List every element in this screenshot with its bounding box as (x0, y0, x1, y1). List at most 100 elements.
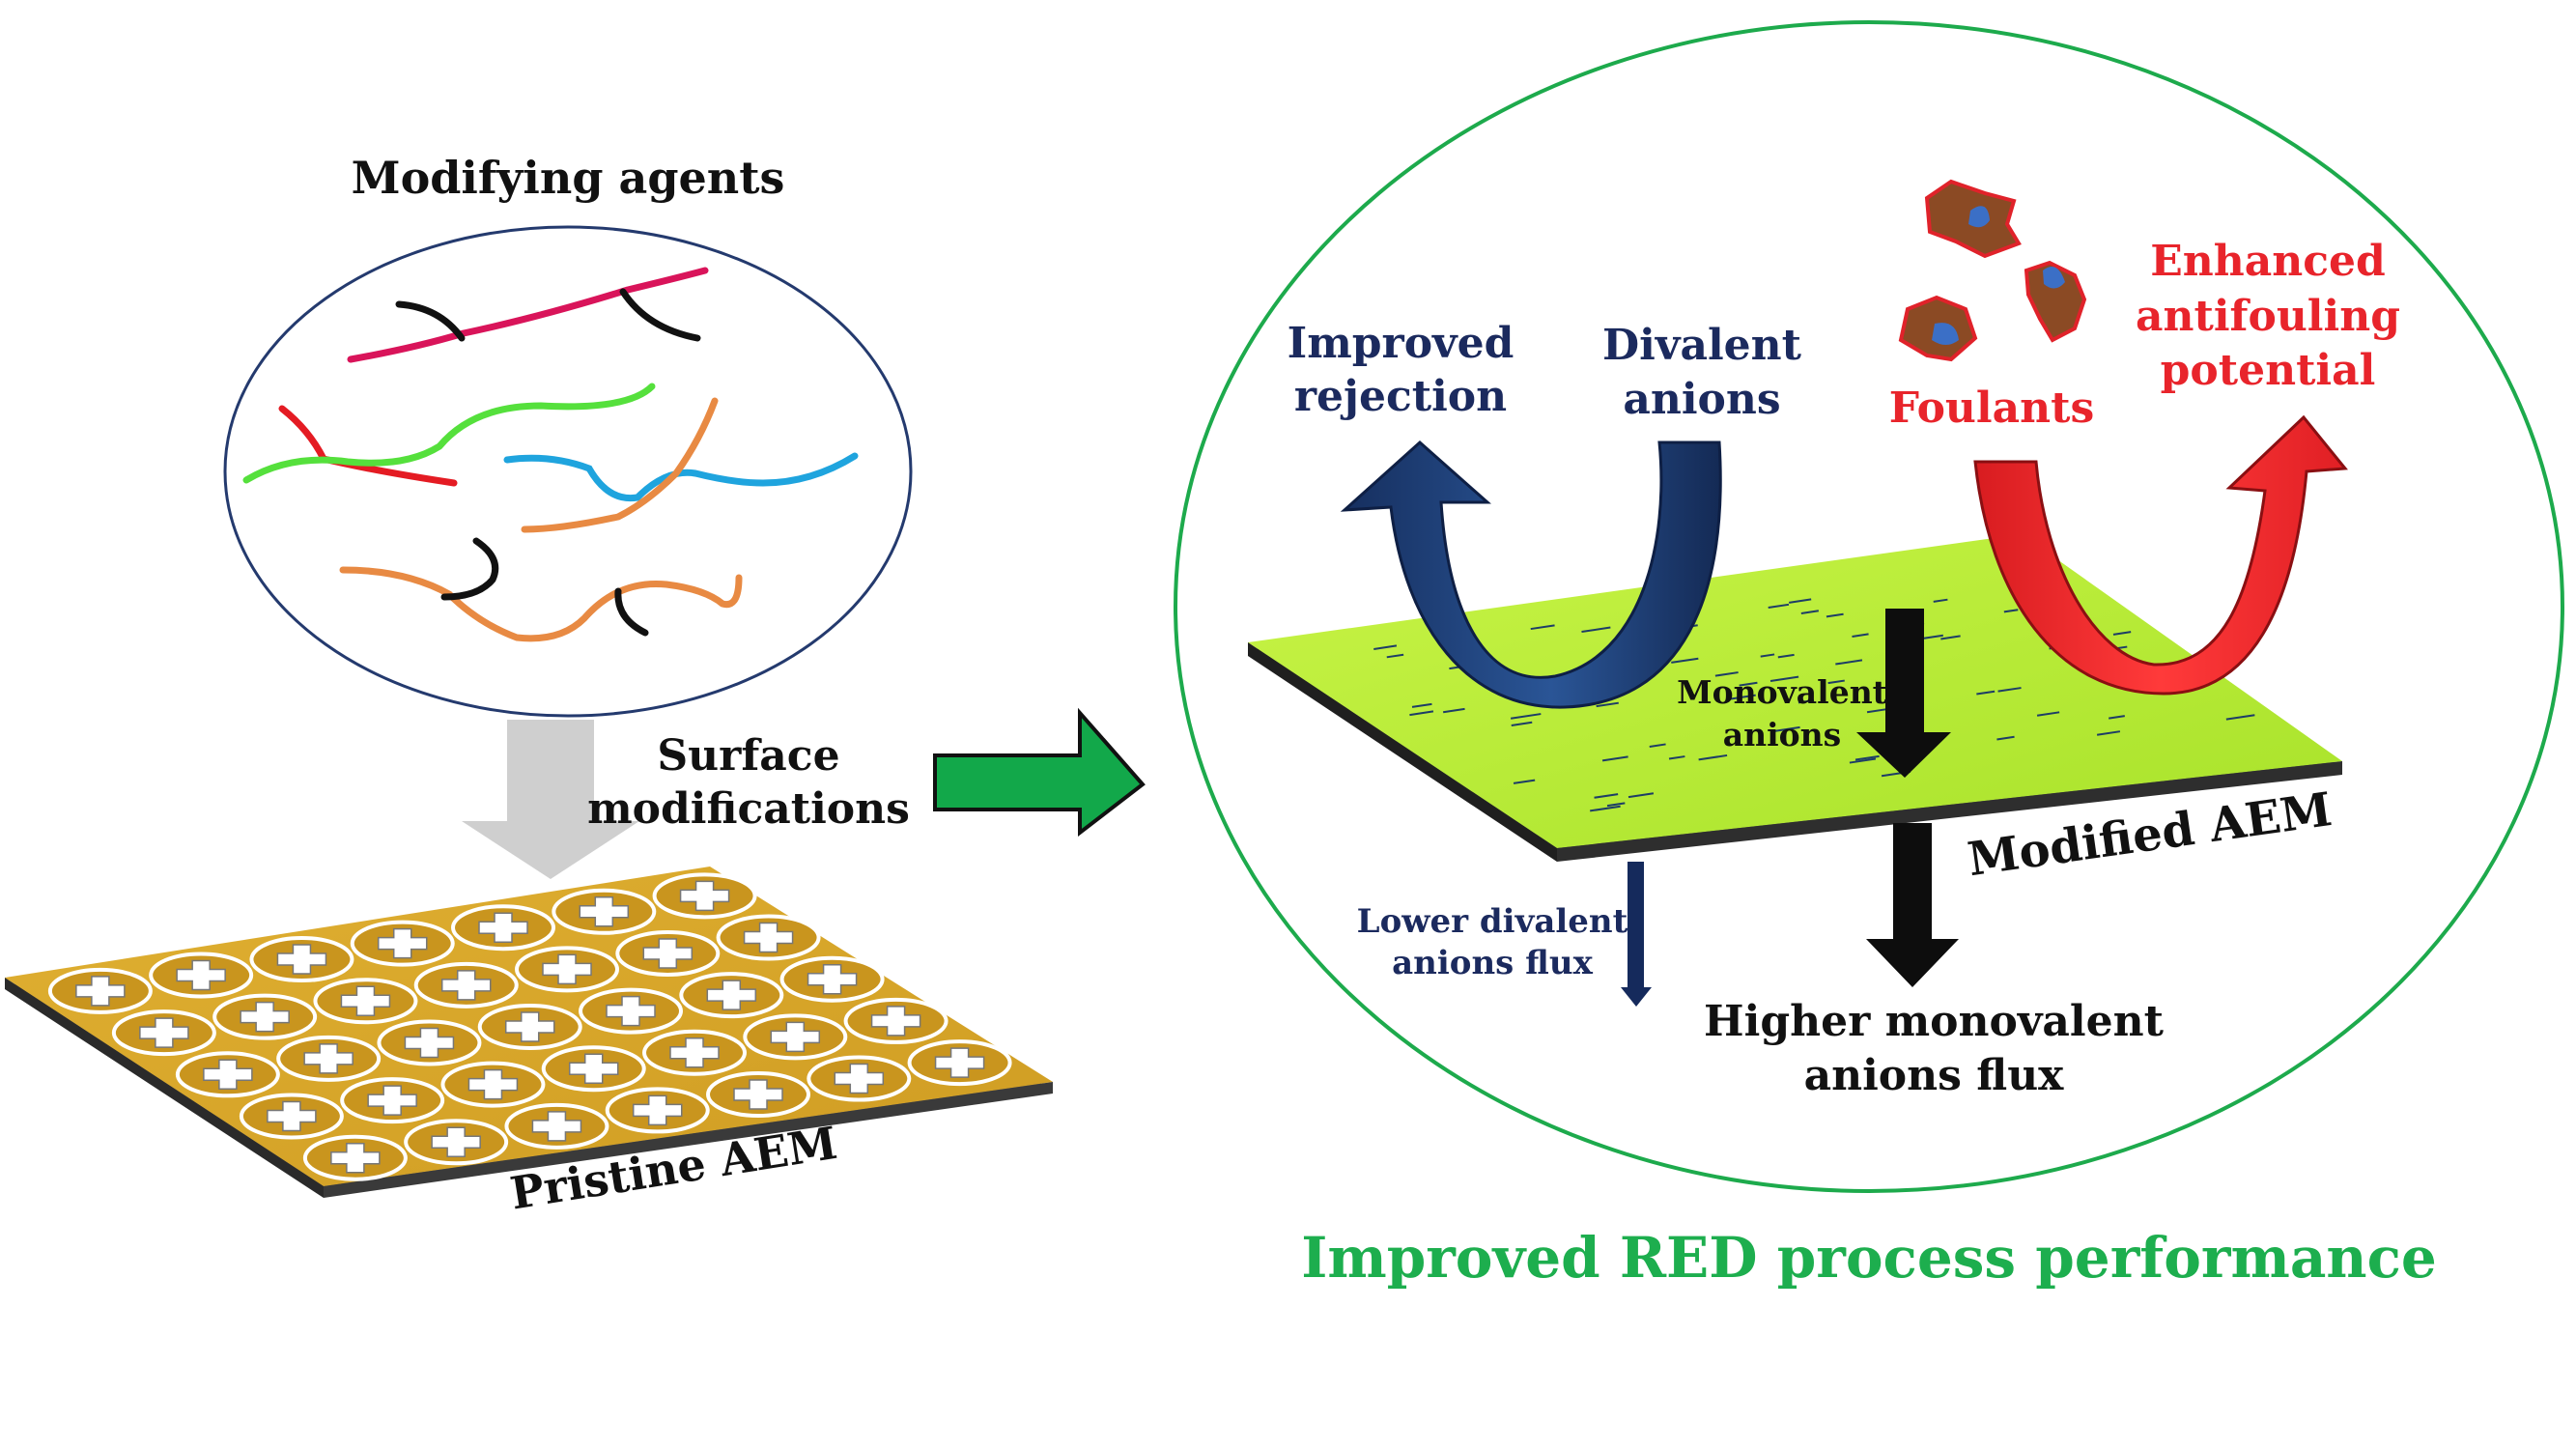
charge-site-icon (843, 997, 948, 1044)
texture-dash (1933, 598, 1948, 603)
charge-site-icon (541, 1045, 646, 1093)
monovalent-down-arrow (1856, 609, 1951, 778)
antifouling-label-3: potential (2161, 346, 2376, 395)
charge-site-icon (47, 967, 153, 1014)
charge-site-icon (404, 1119, 509, 1166)
texture-dash (1442, 707, 1465, 714)
charge-site-icon (605, 1087, 710, 1134)
charge-site-icon (451, 904, 556, 952)
agents-ellipse (223, 225, 913, 718)
charge-site-icon (579, 987, 684, 1035)
texture-dash (1628, 792, 1655, 799)
texture-dash (1854, 754, 1880, 761)
polymer-chains (242, 267, 859, 642)
texture-dash (1866, 708, 1888, 714)
chain-black-4 (614, 587, 649, 637)
texture-dash (1739, 681, 1758, 687)
chain-green (242, 383, 656, 484)
texture-dash (1849, 757, 1877, 764)
chain-black-3 (440, 537, 499, 601)
gray-down-arrow (462, 720, 639, 879)
charge-site-icon (377, 1019, 482, 1066)
texture-dash (1800, 610, 1820, 614)
charge-site-icon (652, 872, 757, 920)
lower-divalent-flux-label-2: anions flux (1392, 944, 1593, 982)
charge-site-icon (552, 888, 657, 935)
texture-dash (1789, 598, 1812, 604)
texture-dash (1511, 721, 1533, 726)
charge-site-icon (175, 1051, 280, 1098)
texture-dash (1668, 755, 1685, 760)
chain-magenta (347, 267, 709, 363)
texture-dash (1835, 659, 1863, 666)
charge-site-icon (679, 972, 784, 1019)
charge-site-icon (706, 1070, 811, 1118)
modifying-agents-title: Modifying agents (352, 152, 785, 204)
texture-dash (2109, 715, 2125, 720)
texture-dash (1827, 679, 1845, 685)
texture-dash (1596, 701, 1619, 708)
texture-dash (1590, 805, 1621, 812)
chain-orange-1 (521, 397, 719, 533)
antifouling-label-2: antifouling (2136, 292, 2400, 341)
charge-site-icon (111, 1009, 216, 1057)
charge-site-icon (807, 1055, 912, 1102)
foulant-particles (1898, 179, 2087, 362)
texture-dash (1852, 633, 1869, 638)
texture-dash (1798, 698, 1815, 704)
lower-flux-down-arrow (1621, 862, 1652, 1007)
antifouling-label-1: Enhanced (2150, 237, 2386, 286)
texture-dash (1513, 779, 1536, 784)
charge-site-icon (239, 1093, 344, 1140)
texture-dash (1714, 671, 1739, 677)
charge-site-icon (302, 1134, 408, 1181)
texture-dash (2003, 609, 2019, 613)
foulant-3 (2024, 260, 2087, 343)
fixed-charge-sites (47, 872, 1012, 1181)
charge-site-icon (413, 961, 519, 1009)
divalent-anions-label-2: anions (1623, 375, 1780, 424)
texture-dash (1386, 653, 1404, 659)
texture-dash (1409, 710, 1434, 717)
charge-site-icon (249, 936, 354, 983)
texture-dash (1581, 626, 1611, 634)
texture-dash (1997, 687, 2022, 693)
texture-dash (1510, 713, 1542, 720)
performance-caption: Improved RED process performance (1301, 1225, 2437, 1291)
foulant-1-drop (1968, 206, 1990, 228)
texture-dash (1411, 702, 1432, 708)
charge-site-icon (642, 1029, 748, 1076)
surface-modifications-label-2: modifications (587, 784, 910, 834)
foulant-3-drop (2043, 267, 2065, 289)
texture-dash (2036, 711, 2060, 717)
foulants-label: Foulants (1889, 384, 2094, 433)
divalent-anions-label-1: Divalent (1602, 321, 1802, 370)
chain-black-2 (619, 288, 701, 342)
performance-ellipse (1174, 20, 2564, 1193)
charge-site-icon (504, 1102, 609, 1150)
charge-site-icon (743, 1013, 848, 1061)
texture-dash (1530, 624, 1555, 631)
charge-site-icon (515, 946, 620, 993)
charge-site-icon (615, 929, 721, 977)
charge-site-icon (907, 1039, 1012, 1087)
texture-dash (1601, 755, 1628, 762)
navy-curved-arrow (1340, 440, 1722, 709)
charge-site-icon (149, 952, 254, 999)
chain-black-1 (395, 300, 466, 342)
texture-dash (1769, 675, 1799, 682)
texture-dash (1606, 802, 1626, 808)
higher-monovalent-flux-label-2: anions flux (1804, 1051, 2065, 1100)
texture-dash (1940, 635, 1961, 640)
improved-rejection-label-2: rejection (1294, 372, 1507, 421)
monovalent-anions-label-1: Monovalent (1677, 673, 1888, 711)
texture-dash (1996, 735, 2015, 741)
texture-dash (1976, 690, 1996, 696)
higher-flux-down-arrow (1866, 823, 1959, 987)
charge-site-icon (276, 1035, 382, 1082)
foulant-2-drop (1932, 323, 1959, 345)
charge-site-icon (779, 955, 885, 1003)
charge-site-icon (440, 1061, 546, 1108)
texture-dash (1373, 644, 1398, 650)
texture-dash (1760, 653, 1775, 658)
